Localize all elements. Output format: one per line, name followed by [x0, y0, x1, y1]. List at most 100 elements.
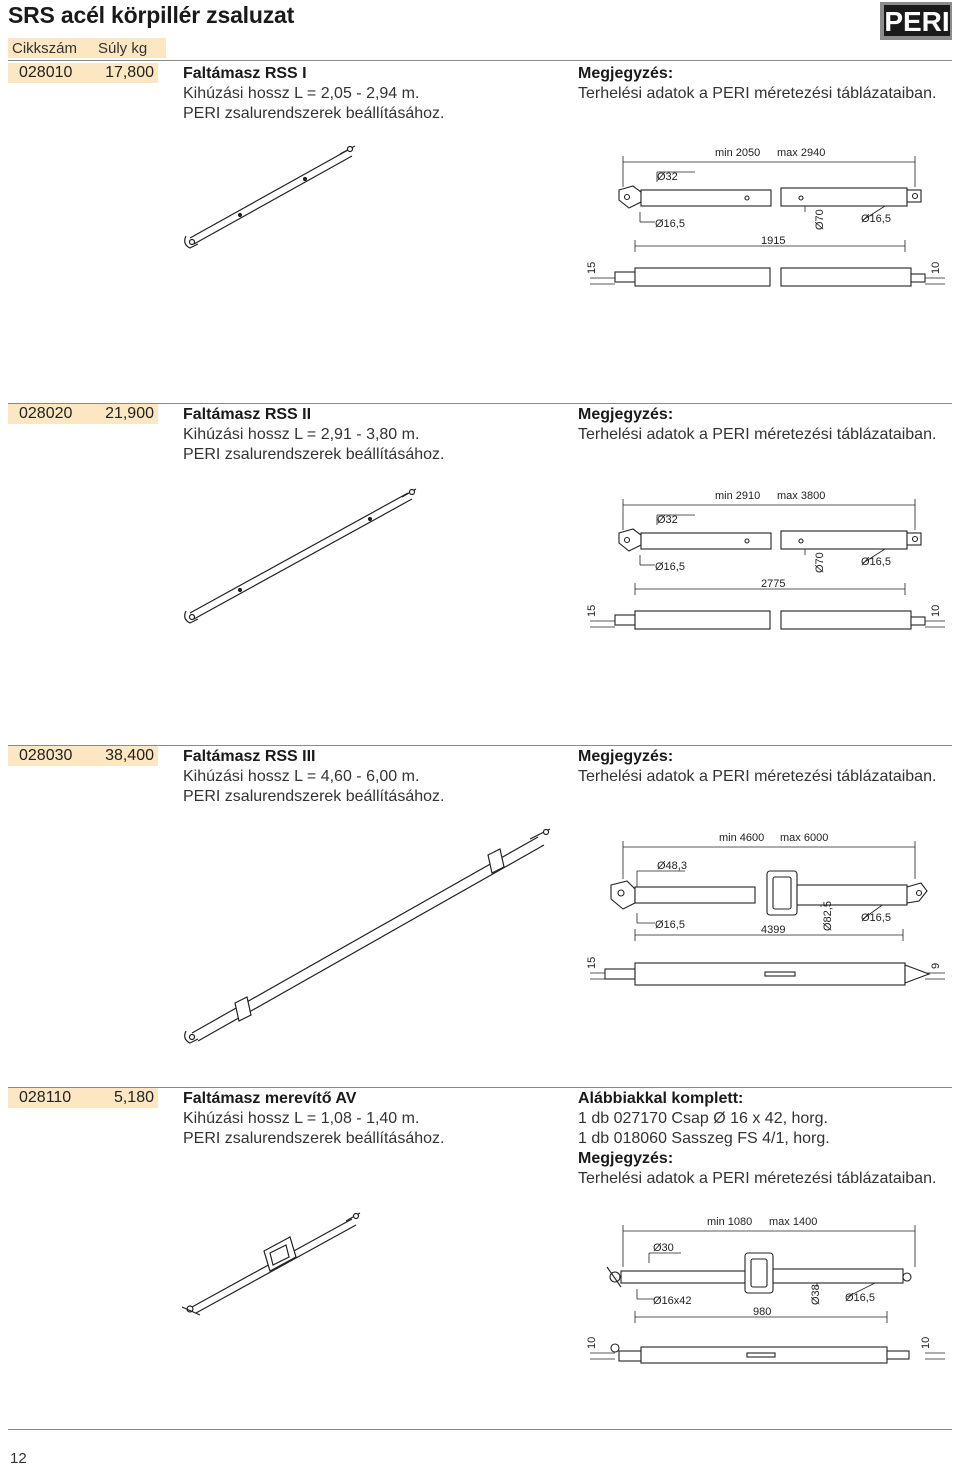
note-text: Terhelési adatok a PERI méretezési táblá… [578, 85, 937, 102]
dimension-drawing: min 2910 max 3800 Ø32 Ø16,5 Ø16,5 2775 Ø… [586, 490, 945, 630]
item-code-band [8, 404, 158, 424]
footer-divider [8, 1429, 952, 1430]
item-row-028110: 028110 5,180 Faltámasz merevítő AV Kihúz… [0, 1087, 960, 1427]
note-label: Megjegyzés: [578, 406, 674, 423]
product-illustration [184, 828, 551, 1044]
dim-left-width: 15 [586, 957, 598, 969]
item-extension-length: Kihúzási hossz L = 2,91 - 3,80 m. [183, 426, 420, 443]
dim-min: min 4600 [719, 832, 764, 844]
item-weight: 38,400 [105, 747, 154, 764]
dim-pin-left: Ø16,5 [655, 919, 685, 931]
complete-item-1: 1 db 027170 Csap Ø 16 x 42, horg. [578, 1110, 828, 1127]
dim-pin-left: Ø16x42 [653, 1295, 692, 1307]
dim-min: min 2050 [715, 147, 760, 159]
dim-max: max 2940 [777, 147, 825, 159]
item-name: Faltámasz merevítő AV [183, 1090, 357, 1107]
item-name: Faltámasz RSS II [183, 406, 312, 423]
dim-min: min 1080 [707, 1216, 752, 1228]
dim-max: max 6000 [780, 832, 828, 844]
item-code: 028030 [19, 747, 73, 764]
item-weight: 17,800 [105, 64, 154, 81]
dim-left-width: 15 [586, 605, 598, 617]
item-description: Faltámasz RSS III Kihúzási hossz L = 4,6… [183, 747, 563, 807]
item-extension-length: Kihúzási hossz L = 1,08 - 1,40 m. [183, 1110, 420, 1127]
item-usage: PERI zsalurendszerek beállításához. [183, 446, 445, 463]
item-divider [8, 403, 952, 404]
item-weight: 5,180 [113, 1089, 154, 1106]
dim-pin-left: Ø16,5 [655, 561, 685, 573]
dim-length: 2775 [761, 578, 785, 590]
item-row-028030: 028030 38,400 Faltámasz RSS III Kihúzási… [0, 745, 960, 1075]
dim-min: min 2910 [715, 490, 760, 502]
item-usage: PERI zsalurendszerek beállításához. [183, 105, 445, 122]
item-code: 028020 [19, 405, 73, 422]
dimension-drawing: min 2050 max 2940 Ø32 Ø16,5 Ø16,5 1915 Ø… [586, 147, 945, 287]
item-code-band [8, 63, 158, 83]
item-note: Alábbiakkal komplett: 1 db 027170 Csap Ø… [578, 1089, 958, 1189]
item-divider [8, 745, 952, 746]
dim-outer-diameter: Ø32 [657, 514, 678, 526]
item-row-028020: 028020 21,900 Faltámasz RSS II Kihúzási … [0, 403, 960, 733]
dim-pin-right: Ø16,5 [845, 1292, 875, 1304]
item-description: Faltámasz RSS I Kihúzási hossz L = 2,05 … [183, 64, 563, 124]
item-divider [8, 1087, 952, 1088]
dim-tube-diameter: Ø82,5 [822, 901, 834, 931]
item-code: 028010 [19, 64, 73, 81]
note-text: Terhelési adatok a PERI méretezési táblá… [578, 768, 937, 785]
peri-logo: PERI [880, 2, 952, 40]
dim-right-width: 10 [920, 1337, 932, 1349]
dim-length: 4399 [761, 924, 785, 936]
dim-length: 980 [753, 1306, 771, 1318]
page-number: 12 [10, 1450, 27, 1467]
column-header-cikkszam: Cikkszám [8, 38, 92, 58]
item-name: Faltámasz RSS III [183, 748, 316, 765]
item-description: Faltámasz merevítő AV Kihúzási hossz L =… [183, 1089, 563, 1149]
dim-pin-right: Ø16,5 [861, 556, 891, 568]
note-label: Megjegyzés: [578, 748, 674, 765]
note-label: Megjegyzés: [578, 65, 674, 82]
dim-max: max 3800 [777, 490, 825, 502]
dim-max: max 1400 [769, 1216, 817, 1228]
dim-pin-right: Ø16,5 [861, 213, 891, 225]
dim-outer-diameter: Ø30 [653, 1242, 674, 1254]
item-code: 028110 [19, 1089, 72, 1106]
dim-left-width: 10 [586, 1337, 598, 1349]
item-code-band [8, 746, 158, 766]
dim-right-width: 10 [930, 605, 942, 617]
item-extension-length: Kihúzási hossz L = 4,60 - 6,00 m. [183, 768, 420, 785]
item-extension-length: Kihúzási hossz L = 2,05 - 2,94 m. [183, 85, 420, 102]
note-text: Terhelési adatok a PERI méretezési táblá… [578, 1170, 937, 1187]
item-code-band [8, 1088, 158, 1108]
item-description: Faltámasz RSS II Kihúzási hossz L = 2,91… [183, 405, 563, 465]
complete-label: Alábbiakkal komplett: [578, 1090, 744, 1107]
dim-right-width: 9 [930, 963, 942, 969]
dim-pin-right: Ø16,5 [861, 912, 891, 924]
product-illustration [184, 145, 356, 249]
note-text: Terhelési adatok a PERI méretezési táblá… [578, 426, 937, 443]
dim-tube-diameter: Ø38 [810, 1284, 822, 1305]
dimension-drawing: min 1080 max 1400 Ø30 Ø16x42 Ø16,5 980 Ø… [586, 1216, 945, 1364]
item-note: Megjegyzés: Terhelési adatok a PERI mére… [578, 405, 958, 445]
product-illustration [184, 488, 417, 624]
logo-text: PERI [884, 6, 949, 37]
item-note: Megjegyzés: Terhelési adatok a PERI mére… [578, 64, 958, 104]
dim-length: 1915 [761, 235, 785, 247]
item-note: Megjegyzés: Terhelési adatok a PERI mére… [578, 747, 958, 787]
page-title: SRS acél körpillér zsaluzat [8, 2, 295, 28]
complete-item-2: 1 db 018060 Sasszeg FS 4/1, horg. [578, 1130, 830, 1147]
dim-right-width: 10 [930, 262, 942, 274]
dimension-drawing: min 4600 max 6000 Ø48,3 Ø16,5 Ø16,5 4399… [586, 832, 945, 986]
item-name: Faltámasz RSS I [183, 65, 307, 82]
dim-tube-diameter: Ø70 [814, 552, 826, 573]
dim-pin-left: Ø16,5 [655, 218, 685, 230]
note-label: Megjegyzés: [578, 1150, 674, 1167]
item-usage: PERI zsalurendszerek beállításához. [183, 788, 445, 805]
item-weight: 21,900 [105, 405, 154, 422]
header-divider [8, 60, 952, 61]
item-row-028010: 028010 17,800 Faltámasz RSS I Kihúzási h… [0, 62, 960, 392]
dim-outer-diameter: Ø32 [657, 171, 678, 183]
dim-tube-diameter: Ø70 [814, 209, 826, 230]
item-usage: PERI zsalurendszerek beállításához. [183, 1130, 445, 1147]
product-illustration [181, 1212, 361, 1316]
column-header-suly: Súly kg [90, 38, 166, 58]
